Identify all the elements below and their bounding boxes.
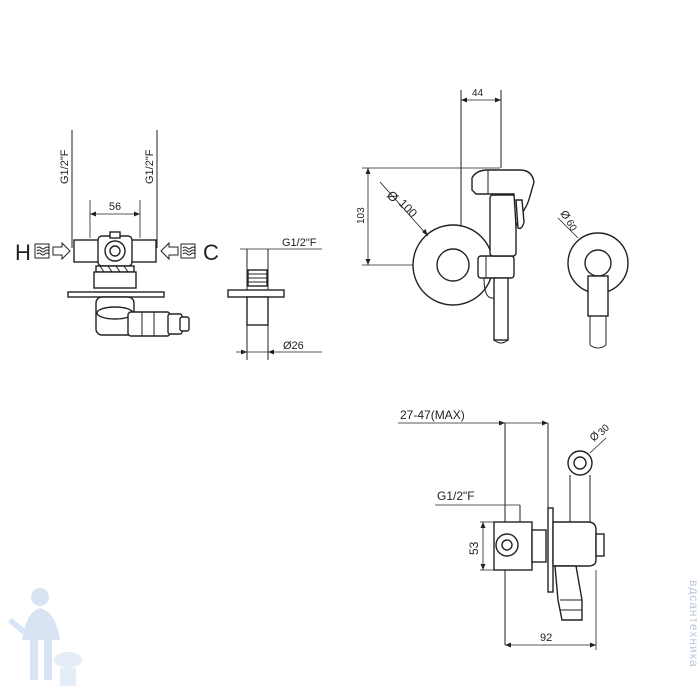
cold-inlet-arrow [160, 241, 179, 261]
front-thread-right: G1/2"F [144, 149, 156, 184]
side-view: G1/2"F Ø26 [227, 237, 322, 360]
watermark-text: вдсантехника [687, 580, 700, 668]
cold-water-icon [180, 243, 196, 259]
height-dim: 103 [356, 207, 367, 224]
plate-diameter: 100 [396, 196, 420, 220]
plumber-mascot-logo [8, 588, 82, 686]
hot-water-icon [34, 243, 50, 259]
section-height-dim: 53 [467, 541, 481, 555]
hot-label: H [15, 240, 31, 265]
side-thread: G1/2"F [282, 237, 317, 249]
holder-view: Ø 60 [557, 209, 629, 349]
offset-dim: 44 [472, 88, 484, 99]
section-view: 27-47(MAX) Ø 30 G1/2"F 53 [398, 408, 612, 650]
front-width-dim: 56 [109, 201, 121, 213]
cold-label: C [203, 240, 219, 265]
depth-dim: 27-47(MAX) [400, 408, 465, 422]
holder-diameter: 60 [563, 218, 578, 234]
section-length-dim: 92 [540, 632, 552, 644]
front-thread-left: G1/2"F [59, 149, 71, 184]
side-diameter: Ø26 [283, 340, 304, 352]
hot-inlet-arrow [52, 241, 71, 261]
section-thread: G1/2"F [437, 489, 475, 503]
front-view: 56 G1/2"F G1/2"F H [15, 130, 219, 337]
hand-shower-view: 44 103 Ø 100 [356, 88, 535, 344]
